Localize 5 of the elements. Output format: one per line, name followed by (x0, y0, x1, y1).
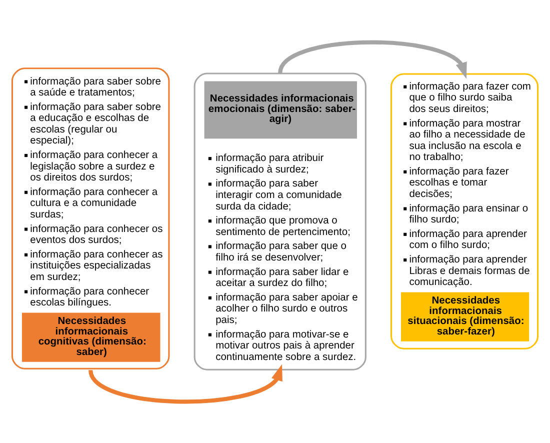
arrow (278, 40, 467, 78)
node-box: informação para fazer com que o filho surdo saiba dos seus direitos; informação para mostrar ao filho a necessidade de sua inclusão na escola e no trabalho; informação para fazer escolhas e tomar decisões; informação para ensinar o filho surdo; informação para aprender com o filho surdo; informação para aprender Libras e demais formas de comunicação. Necessidades informacionais situacionais (dimensão: saber-fazer) (390, 72, 539, 349)
node-box: informação para saber sobre a saúde e tratamentos; informação para saber sobre a educação e escolhas de escolas (regular ou especial); informação para conhecer a legislação sobre a surdez e os direitos dos surdos; informação para conhecer a cultura e a comunidade surdas; informação para conhecer os eventos dos surdos; informação para conhecer as instituições especializadas em surdez; informação para conhecer escolas bilíngues. Necessidades informacionais cognitivas (dimensão: saber) (11, 67, 170, 369)
node-box: Necessidades informacionais emocionais (dimensão: saber- agir) informação para atribuir significado à surdez; informação para saber interagir com a comunidade surda da cidade; informação que promova o sentimento de pertencimento; informação para saber que o filho irá se desenvolver; informação para saber lidar e aceitar a surdez do filho; informação para saber apoiar e acolher o filho surdo e outros pais; informação para motivar-se e motivar outros pais à aprender continuamente sobre a surdez. (194, 72, 366, 370)
arrow (88, 364, 282, 404)
